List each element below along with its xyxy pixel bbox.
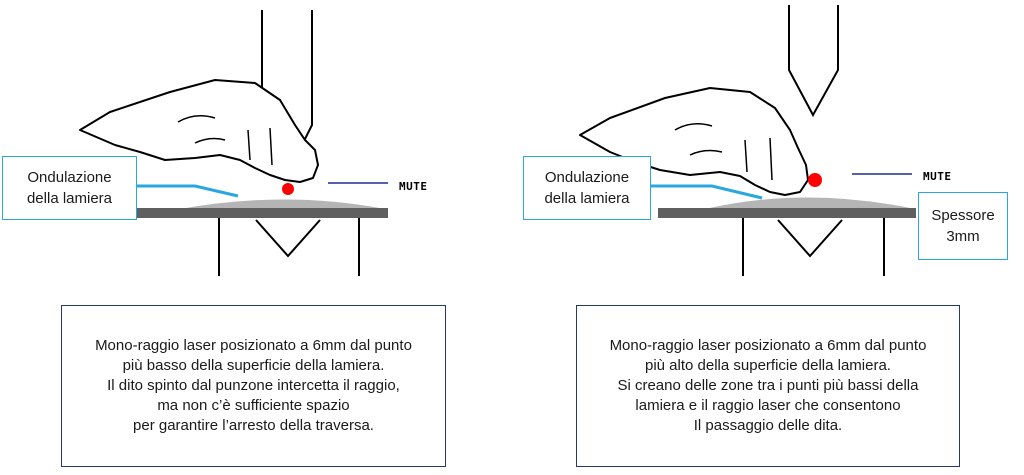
right-wave-label: Ondulazione della lamiera <box>523 156 651 220</box>
right-hand-detail <box>674 123 773 181</box>
right-die-legs <box>742 218 885 276</box>
left-description-box: Mono-raggio laser posizionato a 6mm dal … <box>61 305 446 467</box>
left-die-bar <box>133 208 388 218</box>
left-mute-label: MUTE <box>399 180 428 193</box>
left-die-legs <box>218 218 360 276</box>
right-thickness-label: Spessore 3mm <box>918 192 1008 260</box>
right-punch <box>788 5 839 118</box>
right-mute-label: MUTE <box>923 170 952 183</box>
right-die-bar <box>658 208 916 218</box>
right-description-box: Mono-raggio laser posizionato a 6mm dal … <box>576 305 960 467</box>
right-hand-illustration <box>579 87 809 196</box>
right-sheet-wave <box>705 197 915 209</box>
left-wave-pointer-line <box>136 184 239 198</box>
right-laser-dot <box>808 173 822 187</box>
right-scene <box>579 5 916 276</box>
left-wave-label: Ondulazione della lamiera <box>2 156 137 220</box>
right-wave-pointer-line <box>650 184 763 200</box>
left-hand-detail <box>177 115 273 166</box>
left-scene <box>79 10 388 276</box>
left-sheet-wave <box>180 199 385 209</box>
left-laser-dot <box>282 183 294 195</box>
left-hand-illustration <box>79 79 319 183</box>
